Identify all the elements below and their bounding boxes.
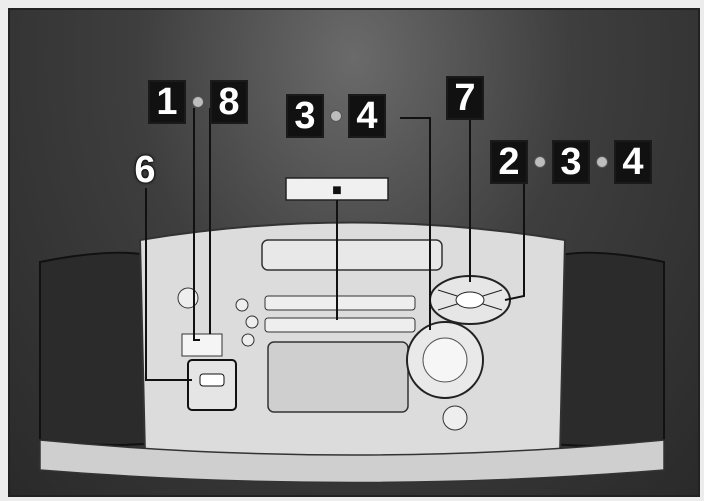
leader-line-1 <box>193 108 200 341</box>
callout-group-6: 6 <box>128 150 162 190</box>
cassette-window <box>267 341 409 413</box>
callout-separator-dot <box>330 110 342 122</box>
function-buttons-row-1 <box>264 295 416 311</box>
small-button-3 <box>241 333 255 347</box>
callout-group-7: 7 <box>448 78 482 118</box>
cd-pad-center <box>455 291 485 309</box>
callout-7: 7 <box>448 78 482 118</box>
callout-4b: 4 <box>616 142 650 182</box>
leader-line-3-4 <box>400 117 431 330</box>
callout-separator-dot <box>192 96 204 108</box>
small-button-2 <box>245 315 259 329</box>
callout-separator-dot <box>534 156 546 168</box>
callout-1: 1 <box>150 82 184 122</box>
stop-symbol: ■ <box>332 182 342 199</box>
left-switch <box>199 373 225 387</box>
callout-separator-dot <box>596 156 608 168</box>
boombox-base <box>39 439 665 484</box>
callout-2: 2 <box>492 142 526 182</box>
callout-8: 8 <box>212 82 246 122</box>
bottom-round-button <box>442 405 468 431</box>
leader-lines <box>145 108 525 381</box>
left-panel-button <box>181 333 223 357</box>
top-display <box>261 239 443 271</box>
volume-knob-inner <box>422 337 468 383</box>
callout-3: 3 <box>288 96 322 136</box>
function-buttons-row-2 <box>264 317 416 333</box>
leader-line-2-3-4 <box>504 180 525 301</box>
callout-4: 4 <box>350 96 384 136</box>
callout-3b: 3 <box>554 142 588 182</box>
callout-6: 6 <box>134 149 156 191</box>
leader-line-6 <box>145 188 192 381</box>
callout-group-1-8: 1 8 <box>150 82 246 122</box>
callout-group-3-4: 3 4 <box>288 96 384 136</box>
callout-group-2-3-4: 2 3 4 <box>492 142 650 182</box>
small-button-1 <box>235 298 249 312</box>
